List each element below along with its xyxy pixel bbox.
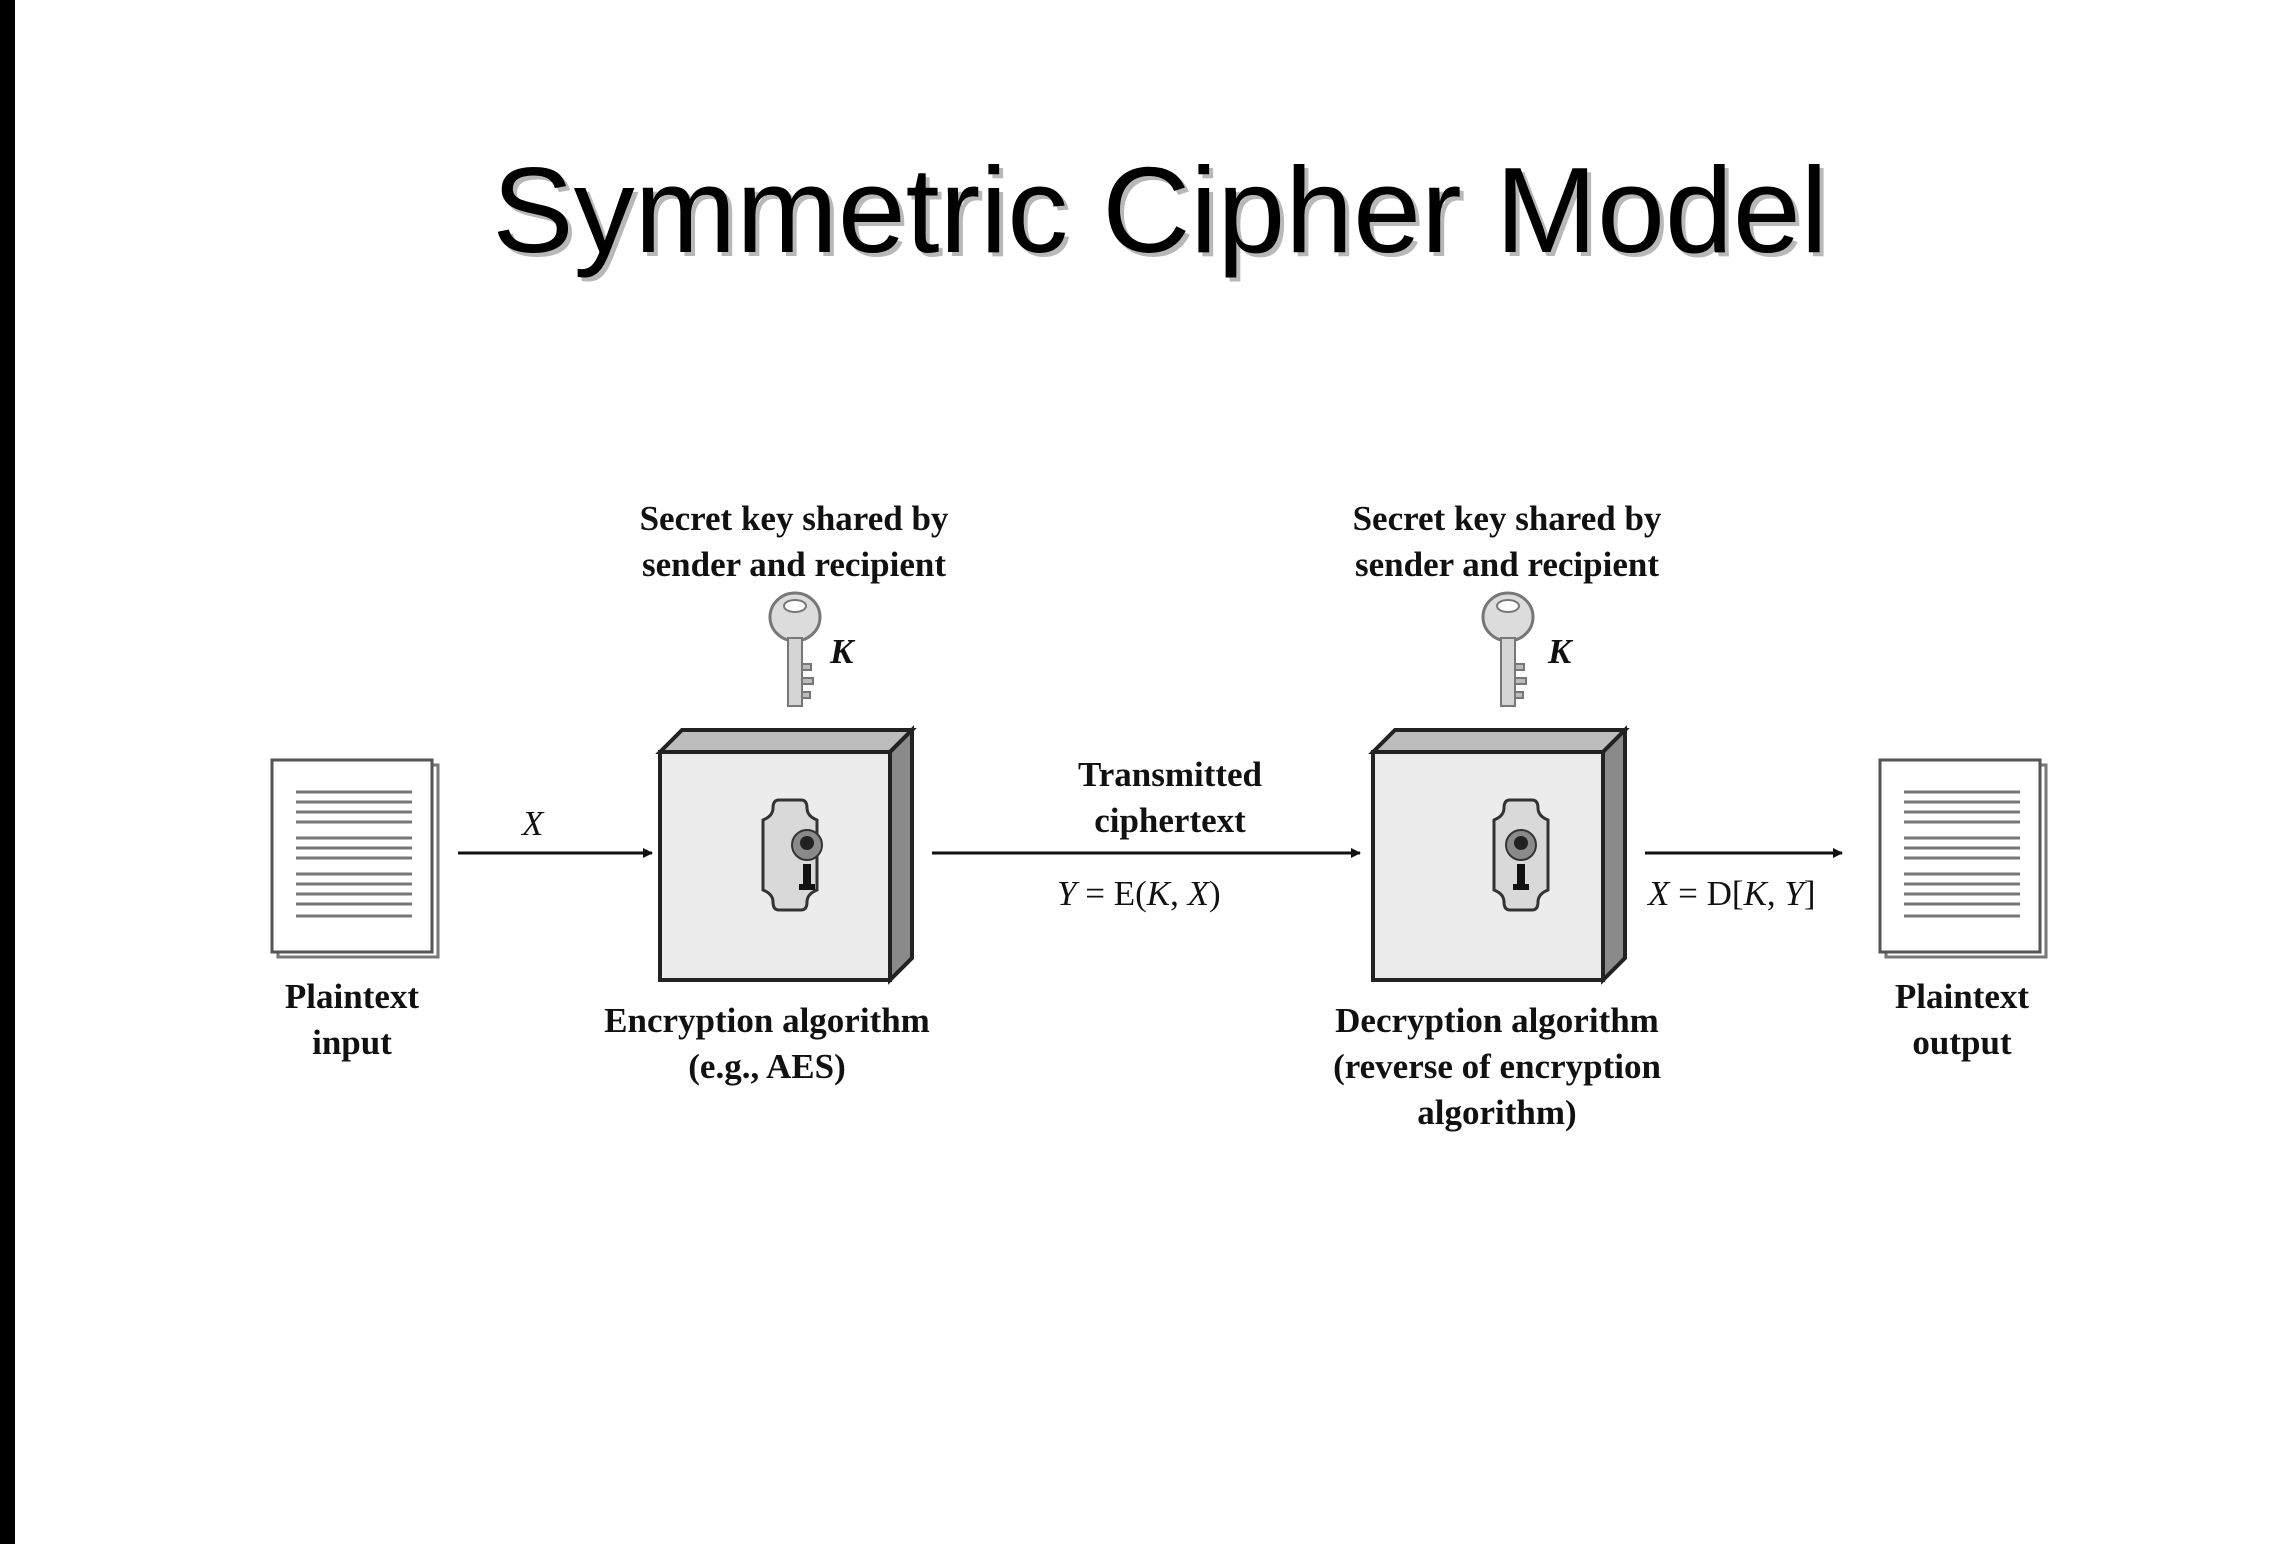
key-icon <box>768 591 822 707</box>
ciphertext-formula: Y = E(K, X) <box>1057 874 1221 913</box>
plaintext-input-document-icon <box>270 758 440 959</box>
decryption-algorithm-label: Decryption algorithm (reverse of encrypt… <box>1333 1001 1661 1132</box>
plaintext-x-label: X <box>522 804 544 843</box>
slide-title: Symmetric Cipher Model <box>492 142 1828 278</box>
key-symbol-left: K <box>830 632 854 671</box>
keyhole-lock-icon <box>1492 798 1550 912</box>
decryption-formula: X = D[K, Y] <box>1648 874 1816 913</box>
plaintext-output-document-icon <box>1878 758 2048 959</box>
secret-key-label-left: Secret key shared by sender and recipien… <box>639 499 949 584</box>
keyhole-lock-icon <box>761 798 823 912</box>
plaintext-output-label: Plaintext output <box>1894 977 2030 1062</box>
encryption-algorithm-label: Encryption algorithm (e.g., AES) <box>604 1001 930 1086</box>
decryption-box-icon <box>1368 725 1630 985</box>
encryption-box-icon <box>655 725 917 985</box>
left-border-bar <box>0 0 15 1544</box>
key-icon <box>1481 591 1535 707</box>
plaintext-input-label: Plaintext input <box>284 977 420 1062</box>
transmitted-ciphertext-label: Transmitted ciphertext <box>1077 755 1263 840</box>
secret-key-label-right: Secret key shared by sender and recipien… <box>1352 499 1662 584</box>
key-symbol-right: K <box>1548 632 1572 671</box>
